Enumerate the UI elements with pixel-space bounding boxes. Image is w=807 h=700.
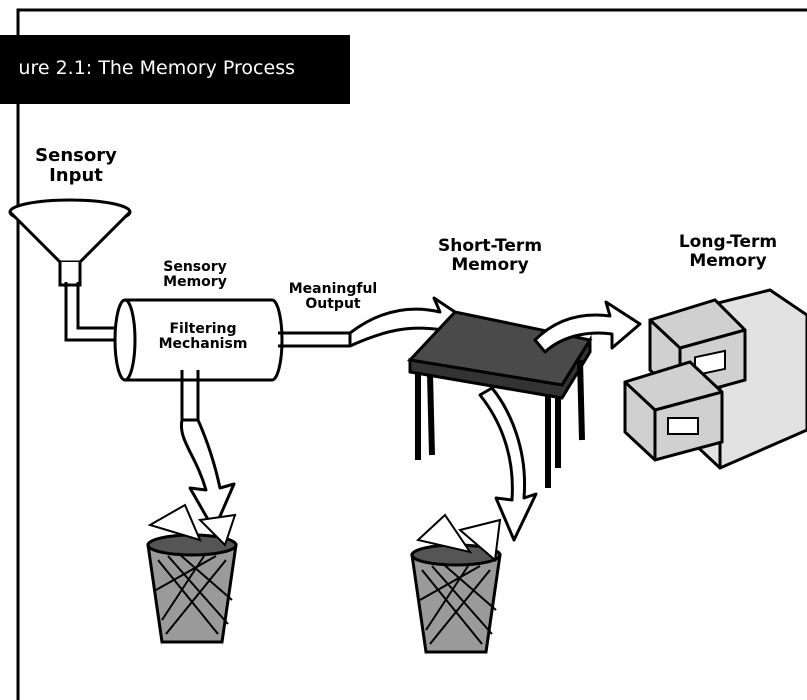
label-sensory-memory: Sensory Memory xyxy=(148,260,242,291)
label-filtering-line2: Mechanism xyxy=(140,337,266,352)
filing-cabinet-icon xyxy=(625,290,807,468)
funnel-icon xyxy=(10,200,130,285)
label-filtering-mechanism: Filtering Mechanism xyxy=(140,322,266,353)
label-meaningful-output: Meaningful Output xyxy=(278,282,388,313)
label-sensory-memory-line2: Memory xyxy=(148,275,242,290)
label-long-term-line1: Long-Term xyxy=(660,233,796,252)
label-meaningful-output-line1: Meaningful xyxy=(278,282,388,297)
figure-caption-text: ure 2.1: The Memory Process xyxy=(18,57,295,79)
label-sensory-input-line1: Sensory xyxy=(24,146,128,166)
label-sensory-input: Sensory Input xyxy=(24,146,128,186)
label-long-term-memory: Long-Term Memory xyxy=(660,233,796,270)
arrow-to-right-wastebasket xyxy=(480,388,536,540)
label-filtering-line1: Filtering xyxy=(140,322,266,337)
label-short-term-line2: Memory xyxy=(420,256,560,275)
label-sensory-memory-line1: Sensory xyxy=(148,260,242,275)
label-meaningful-output-line2: Output xyxy=(278,297,388,312)
label-short-term-line1: Short-Term xyxy=(420,237,560,256)
label-sensory-input-line2: Input xyxy=(24,166,128,186)
label-long-term-line2: Memory xyxy=(660,252,796,271)
output-pipe xyxy=(278,333,350,346)
wastebasket-icon-right xyxy=(412,515,500,652)
figure-caption: ure 2.1: The Memory Process xyxy=(0,35,350,104)
wastebasket-icon-left xyxy=(148,505,236,642)
input-pipe xyxy=(66,282,122,340)
label-short-term-memory: Short-Term Memory xyxy=(420,237,560,274)
